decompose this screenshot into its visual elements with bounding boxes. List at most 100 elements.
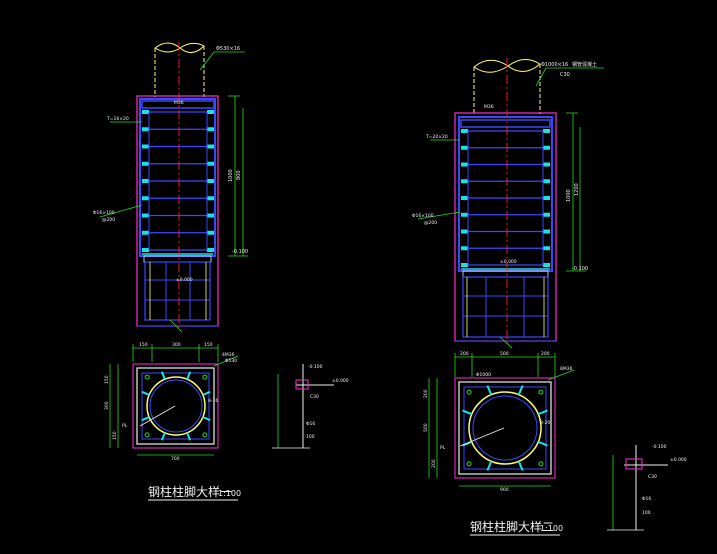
detail1-stud-spacing: @200 [102,217,115,223]
detail1-base-note: ±0.000 [176,277,193,283]
rib [517,460,524,471]
stud-right [543,179,550,184]
stud-right [207,161,214,166]
rib [537,440,548,447]
detail2-stud-label: Φ16×100 [412,213,434,219]
anchor-bolt [466,461,472,467]
detail1-pipe-leader [199,51,215,71]
detail2-plan-dim-t2: 200 [541,351,550,357]
detail2-pedestal [462,276,549,338]
detail2-section: -0.100 ±0.000 C30 Φ16 100 [607,444,687,531]
detail2-plan-dim-t0: 200 [460,351,469,357]
stud-left [142,196,149,201]
detail1-plan-dim-b: 700 [171,456,180,462]
stud-left [142,161,149,166]
detail2-plan-dim-b: 900 [500,487,509,493]
detail1-scale: 1:100 [218,489,241,498]
detail2-stiffeners [461,129,550,267]
detail1-plan-note: 4M36 [222,352,235,358]
detail1-section: -0.100 ±0.000 C30 Φ16 100 [272,364,349,449]
stud-right [207,144,214,149]
detail2-pipe-label: Φ1000×16 [541,62,568,68]
anchor-bolt [202,374,208,380]
detail2-plan-baseplate [458,381,552,475]
stud-left [142,248,149,252]
anchor-bolt [466,389,472,395]
stud-right [543,263,550,267]
detail1-pedestal [144,261,211,321]
detail1-plan-pipe [146,376,206,436]
detail2-scale: 1:100 [540,524,563,533]
stud-left [142,110,149,114]
detail1-dim-a: 1000 [228,169,234,182]
detail1-sec-d: 100 [306,434,315,440]
detail2-sec-d: 100 [642,510,651,516]
detail1-title-block: 钢柱柱脚大样一 1:100 [148,484,241,501]
detail1-sec-b: C30 [310,394,319,400]
detail1-pipe-label: Φ530×16 [216,46,240,52]
detail2-plan-outer [454,377,556,479]
rib [486,385,493,396]
rib [462,409,473,416]
detail1-stud-label: Φ16×100 [93,210,115,216]
detail1-stiffeners [142,110,214,252]
stud-right [543,229,550,234]
detail2-plan-tag: PL [440,445,446,451]
rib [141,390,150,396]
detail2-plan: 200 500 200 200 500 200 PL 8-20 8M36 Φ10… [423,351,575,493]
detail2-bolt-label: M36 [484,104,494,110]
stud-right [207,213,214,218]
detail2-plan-dim-s2: 200 [431,459,437,468]
stud-right [543,145,550,150]
anchor-bolt [538,461,544,467]
stud-right [207,110,214,114]
detail1-plan-dim-s2: 150 [112,431,118,440]
detail1-plan-tag: PL [122,423,128,429]
stud-left [461,129,468,133]
detail2-plan-pipe [468,391,542,465]
detail1-sec-c: Φ16 [306,421,315,427]
detail2-plan-note2: 8-20 [540,420,550,426]
stud-left [461,212,468,217]
stud-left [461,263,468,267]
detail1-top-plate [141,100,215,109]
detail1-rib-label: T=16×20 [106,116,129,122]
detail1-level-base: -0.100 [232,249,248,255]
stud-left [142,179,149,183]
stud-right [207,230,214,235]
detail2-sec-b: C30 [648,474,657,480]
rib [486,460,493,471]
rib [202,416,211,422]
detail2-sec-a: -0.100 [652,444,667,450]
stud-right [543,246,550,251]
detail1-dim-b: 800 [236,170,242,180]
rib [537,409,548,416]
rib [517,385,524,396]
stud-left [461,145,468,150]
detail1-bolt-label: M36 [174,100,184,106]
detail2-plan-inner: Φ1000 [476,372,491,378]
rib [141,416,150,422]
stud-left [461,246,468,251]
detail2-elevation: 1000 1200 -0.100 Φ1000×16 钢管混凝土 C30 M36 … [412,58,604,349]
detail2-plan-ribs [462,385,548,471]
detail2-plan-dim-s1: 500 [423,423,429,432]
detail1-plan-dim-t2: 150 [204,342,213,348]
stud-left [142,213,149,218]
detail2-stud-spacing: @200 [424,220,437,226]
detail2-dim-a: 1000 [566,189,572,202]
detail2-pipe-label3: C30 [560,72,570,78]
stud-right [543,129,550,133]
stud-right [207,179,214,183]
detail1-plan-dim-t0: 150 [139,342,148,348]
detail1-plan-dim-s0: 150 [104,375,110,384]
rib [462,440,473,447]
detail1-sec-a: -0.100 [308,364,323,370]
detail2-dim-b: 1200 [574,183,580,196]
anchor-bolt [144,374,150,380]
stud-left [142,230,149,235]
anchor-bolt [144,432,150,438]
stud-left [461,162,468,167]
